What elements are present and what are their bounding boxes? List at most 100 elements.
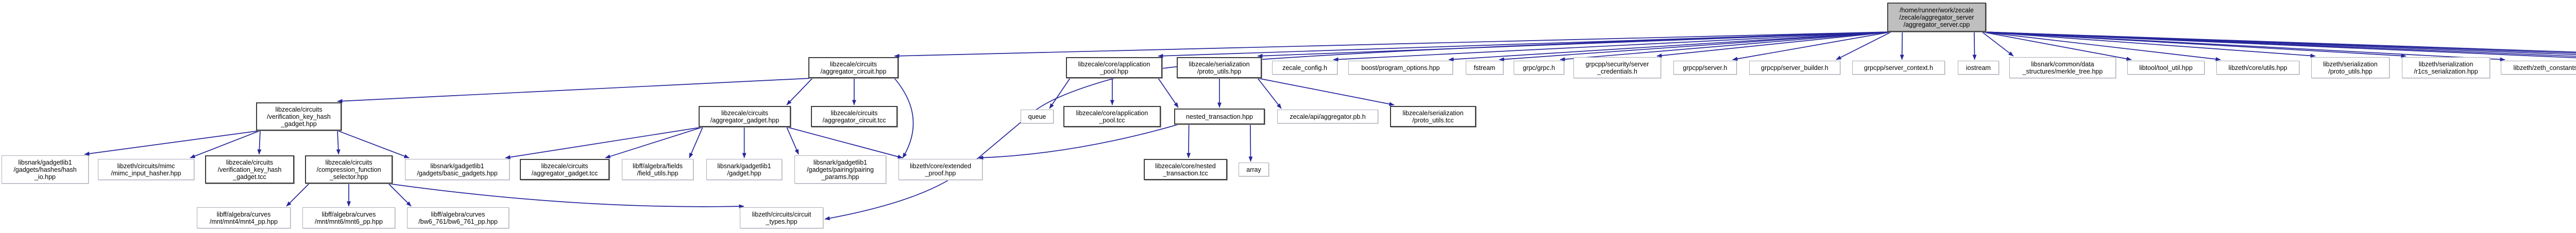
node-label-line: /gadget.hpp: [727, 169, 761, 177]
node-label-line: /aggregator_server.cpp: [1903, 21, 1970, 28]
node-libzeth-core-utils-hpp: libzeth/core/utils.hpp: [2216, 61, 2299, 75]
node-label-line: _gadget.tcc: [233, 173, 266, 181]
node-label-line: /verification_key_hash: [267, 113, 331, 120]
include-edge-compression-function-selector-hpp--circuit-types-hpp: [388, 183, 744, 209]
node-label-line: libsnark/gadgetlib1: [717, 162, 771, 170]
node-label-line: libzecale/serialization: [1402, 109, 1464, 117]
include-edge-aggregator-gadget-hpp--field-utils-hpp: [689, 127, 703, 158]
node-mnt4-pp-hpp: libff/algebra/curves/mnt/mnt4/mnt4_pp.hp…: [197, 207, 291, 228]
node-application-pool-hpp[interactable]: libzecale/core/application_pool.hpp: [1066, 57, 1162, 78]
node-label-line: array: [1246, 166, 1261, 173]
node-label-line: _gadget.hpp: [281, 120, 317, 128]
node-mimc-input-hasher-hpp: libzeth/circuits/mimc/mimc_input_hasher.…: [98, 159, 194, 180]
node-label-line: libzeth/core/extended: [910, 162, 971, 170]
include-edge-aggregator-gadget-hpp--basic-gadgets-hpp: [505, 127, 703, 159]
node-label-line: /proto_utils.hpp: [2328, 67, 2372, 75]
node-label-line: libzeth/serialization: [2323, 60, 2378, 68]
node-application-pool-tcc[interactable]: libzecale/core/application_pool.tcc: [1063, 106, 1161, 127]
include-edge-aggregator-server-cpp--grpcpp-server-h: [1732, 31, 1892, 61]
node-tool-util-hpp: libtool/tool_util.hpp: [2127, 61, 2205, 75]
node-label-line: /bw6_761/bw6_761_pp.hpp: [418, 218, 498, 225]
node-label-line: libzecale/circuits: [721, 109, 768, 117]
include-edge-aggregator-gadget-hpp--aggregator-gadget-tcc: [605, 127, 703, 158]
include-edge-aggregator-server-cpp--zecale-config-h: [1333, 31, 1892, 62]
include-edge-verification-key-hash-gadget-hpp--compression-function-selector-hpp: [336, 130, 341, 155]
include-edge-proto-utils-hpp-zecale--aggregator-pb-h: [1257, 78, 1282, 109]
node-label-line: _params.hpp: [821, 173, 859, 181]
node-array: array: [1239, 163, 1269, 176]
node-label-line: /proto_utils.hpp: [1197, 67, 1242, 75]
include-edge-aggregator-server-cpp--tool-util-hpp: [1981, 31, 2132, 61]
node-aggregator-circuit-tcc[interactable]: libzecale/circuits/aggregator_circuit.tc…: [811, 106, 897, 127]
node-circuit-types-hpp: libzeth/circuits/circuit_types.hpp: [740, 207, 823, 228]
include-edge-aggregator-server-cpp--grpc-grpc-h: [1560, 31, 1892, 62]
include-edge-proto-utils-hpp-zecale--proto-utils-tcc-zecale: [1257, 78, 1395, 106]
node-label-line: _pool.tcc: [1099, 116, 1125, 124]
node-label-line: /mnt/mnt6/mnt6_pp.hpp: [314, 218, 383, 225]
include-edge-aggregator-gadget-hpp--pairing-params-hpp: [786, 127, 799, 155]
node-label-line: iostream: [1966, 64, 1991, 71]
include-edge-verification-key-hash-gadget-hpp--basic-gadgets-hpp: [337, 130, 410, 158]
node-label-line: /mnt/mnt4/mnt4_pp.hpp: [209, 218, 278, 225]
node-label-line: /verification_key_hash: [217, 166, 282, 173]
node-label-line: queue: [1028, 113, 1046, 120]
node-aggregator-gadget-hpp[interactable]: libzecale/circuits/aggregator_gadget.hpp: [699, 106, 791, 127]
node-aggregator-server-cpp: /home/runner/work/zecale/zecale/aggregat…: [1887, 3, 1986, 32]
node-label-line: grpc/grpc.h: [1522, 64, 1555, 71]
node-label-line: libzeth/circuits/circuit: [752, 210, 811, 218]
node-label-line: libzecale/circuits: [541, 162, 588, 170]
node-gadget-hpp: libsnark/gadgetlib1/gadget.hpp: [706, 159, 782, 180]
node-label-line: libzeth/circuits/mimc: [117, 162, 175, 170]
node-proto-utils-hpp-zecale[interactable]: libzecale/serialization/proto_utils.hpp: [1177, 57, 1262, 78]
include-edge-aggregator-gadget-hpp--extended-proof-hpp: [786, 127, 903, 159]
node-label-line: /compression_function: [316, 166, 381, 173]
node-label-line: libff/algebra/curves: [216, 210, 271, 218]
include-edge-application-pool-hpp--nested-transaction-hpp: [1158, 78, 1179, 108]
node-label-line: /gadgets/basic_gadgets.hpp: [417, 169, 498, 177]
node-label-line: libzecale/core/nested: [1155, 162, 1216, 170]
include-edge-aggregator-server-cpp--aggregator-grpc-pb-h: [1981, 31, 2576, 53]
include-edge-aggregator-server-cpp--zeth-constants-hpp: [1981, 31, 2505, 62]
node-label-line: _pool.hpp: [1100, 67, 1128, 75]
node-label-line: libff/algebra/fields: [632, 162, 683, 170]
node-label-line: libzecale/circuits: [829, 60, 877, 68]
node-label-line: libff/algebra/curves: [431, 210, 485, 218]
include-edge-aggregator-server-cpp--proto-utils-hpp-zecale: [1257, 31, 1892, 58]
include-edge-compression-function-selector-hpp--bw6-761-pp-hpp: [388, 183, 412, 207]
node-mnt6-pp-hpp: libff/algebra/curves/mnt/mnt6/mnt6_pp.hp…: [302, 207, 395, 228]
node-label-line: libzecale/core/application: [1078, 60, 1150, 68]
node-boost-program-options-hpp: boost/program_options.hpp: [1348, 61, 1453, 75]
include-edge-verification-key-hash-gadget-hpp--mimc-input-hasher-hpp: [190, 130, 261, 158]
node-verification-key-hash-gadget-hpp[interactable]: libzecale/circuits/verification_key_hash…: [256, 102, 342, 131]
node-grpcpp-server-builder-h: grpcpp/server_builder.h: [1749, 61, 1840, 75]
node-aggregator-circuit-hpp[interactable]: libzecale/circuits/aggregator_circuit.hp…: [808, 57, 899, 78]
node-label-line: /mimc_input_hasher.hpp: [111, 169, 181, 177]
include-edge-aggregator-server-cpp--grpcpp-server-context-h: [1900, 31, 1904, 60]
node-hash-io-hpp: libsnark/gadgetlib1/gadgets/hashes/hash_…: [2, 155, 89, 184]
node-label-line: /gadgets/pairing/pairing: [807, 166, 874, 173]
node-verification-key-hash-gadget-tcc[interactable]: libzecale/circuits/verification_key_hash…: [205, 155, 294, 184]
node-pairing-params-hpp: libsnark/gadgetlib1/gadgets/pairing/pair…: [794, 155, 886, 184]
node-label-line: libzecale/circuits: [831, 109, 878, 117]
node-aggregator-gadget-tcc[interactable]: libzecale/circuits/aggregator_gadget.tcc: [520, 159, 609, 180]
node-label-line: nested_transaction.hpp: [1186, 113, 1253, 120]
include-edge-nested-transaction-hpp--array: [1248, 124, 1253, 162]
include-edge-aggregator-server-cpp--aggregator-circuit-hpp: [894, 31, 1892, 58]
node-label-line: _selector.hpp: [329, 173, 368, 181]
include-edge-aggregator-server-cpp--merkle-tree-hpp: [1981, 31, 2014, 57]
node-compression-function-selector-hpp[interactable]: libzecale/circuits/compression_function_…: [305, 155, 393, 184]
node-proto-utils-tcc-zecale[interactable]: libzecale/serialization/proto_utils.tcc: [1390, 106, 1476, 127]
node-nested-transaction-tcc[interactable]: libzecale/core/nested_transaction.tcc: [1144, 159, 1227, 180]
include-edge-aggregator-server-cpp--libzeth-proto-utils-hpp: [1981, 31, 2316, 58]
node-nested-transaction-hpp[interactable]: nested_transaction.hpp: [1174, 109, 1265, 124]
node-label-line: _proof.hpp: [925, 169, 956, 177]
node-label-line: /proto_utils.tcc: [1412, 116, 1454, 124]
node-label-line: /aggregator_circuit.hpp: [820, 67, 887, 75]
include-edge-aggregator-circuit-hpp--verification-key-hash-gadget-hpp: [337, 78, 813, 103]
node-label-line: zecale/api/aggregator.pb.h: [1290, 113, 1366, 120]
node-label-line: grpcpp/server_context.h: [1863, 64, 1934, 71]
node-label-line: libff/algebra/curves: [321, 210, 376, 218]
node-label-line: /field_utils.hpp: [637, 169, 679, 177]
node-label-line: libsnark/gadgetlib1: [430, 162, 484, 170]
node-extended-proof-hpp: libzeth/core/extended_proof.hpp: [899, 159, 982, 180]
